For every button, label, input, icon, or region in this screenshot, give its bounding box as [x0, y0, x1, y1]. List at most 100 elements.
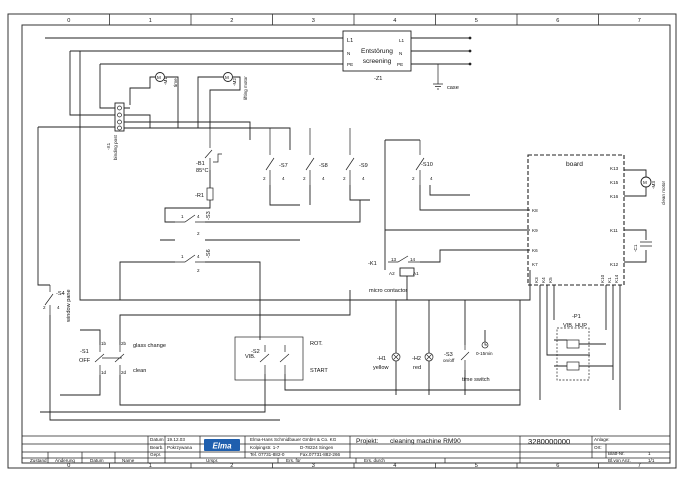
s10-switch — [415, 140, 425, 185]
svg-text:2: 2 — [43, 305, 46, 310]
h2-color: red — [413, 365, 421, 371]
title-block: Datum 19.12.03 Bearb. Pokrzywana Gepr. E… — [22, 435, 670, 463]
pin-k11: K11 — [610, 228, 618, 233]
outer-frame — [7, 13, 677, 469]
p1-relay-2 — [566, 361, 580, 371]
blatt-nr-label: Blatt-Nr. — [608, 451, 625, 456]
timer-range: 0-15min — [476, 351, 493, 356]
control-board — [527, 154, 625, 286]
x1-wires — [69, 51, 291, 150]
m1-wires — [129, 76, 179, 128]
svg-text:M: M — [225, 75, 229, 80]
grid-column-label: 4 — [393, 18, 396, 24]
grid-column-label: 2 — [230, 463, 233, 469]
mains-lines — [411, 37, 470, 65]
s2-wires — [40, 374, 520, 413]
p1-relay-1 — [566, 339, 580, 349]
company-line1: Elma-Hans Schmidbauer GmbH & Co. KG — [250, 437, 337, 442]
motor-m2-icon — [223, 72, 233, 82]
m2-wires — [197, 76, 241, 128]
project-label: Projekt: — [356, 438, 379, 445]
s2-vib: VIB. — [245, 354, 256, 360]
k1-pin-a1: A1 — [413, 271, 419, 276]
pin-k5: K5 — [548, 277, 553, 283]
p1-wires — [554, 339, 613, 367]
p1-box — [556, 327, 590, 381]
board-pins-left: K8 K9 K6 K7 — [532, 208, 538, 267]
svg-text:2: 2 — [263, 176, 266, 181]
filter-in-pe: PE — [347, 62, 353, 67]
pin-k15: K15 — [610, 180, 619, 185]
bearb-value: Pokrzywana — [167, 445, 192, 450]
filter-out-pe: PE — [397, 62, 403, 67]
case-label: case — [447, 85, 459, 91]
r1-heater — [206, 187, 214, 201]
m3-tag: -M3 — [651, 181, 656, 189]
s7-s9-wires — [269, 185, 370, 206]
s3b-tag: -S3 — [444, 352, 453, 358]
company-fax: Fax.07731-882-266 — [300, 452, 341, 457]
svg-text:M: M — [643, 180, 647, 185]
pin-k6: K6 — [532, 248, 538, 253]
k1-name: micro contactor — [369, 288, 407, 294]
datum-label: Datum — [150, 437, 164, 442]
k1-pin-14: 14 — [410, 257, 416, 262]
s8-switch — [305, 128, 315, 185]
m2-name: lifting motor — [243, 76, 248, 100]
svg-text:1b: 1b — [101, 341, 107, 346]
s4-wires — [37, 51, 531, 421]
x1-tag: -X1 — [106, 142, 111, 150]
svg-text:2: 2 — [303, 176, 306, 181]
grid-column-label: 3 — [312, 18, 315, 24]
r1-tag: -R1 — [195, 193, 204, 199]
k1-tag: -K1 — [368, 261, 377, 267]
grid-column-label: 5 — [475, 463, 478, 469]
svg-text:4: 4 — [57, 305, 60, 310]
earth-symbol — [433, 64, 443, 90]
timer-wires — [464, 300, 486, 395]
svg-text:4: 4 — [197, 254, 200, 259]
filter-in-n: N — [347, 51, 350, 56]
h1-tag: -H1 — [377, 356, 386, 362]
s4-name: window pane — [66, 289, 72, 323]
footer-aenderung: Änderung — [55, 457, 75, 463]
grid-column-label: 1 — [149, 463, 152, 469]
c1-capacitor — [640, 241, 652, 247]
svg-text:1: 1 — [181, 214, 184, 219]
grid-column-label: 0 — [67, 18, 70, 24]
pin-k8: K8 — [532, 208, 538, 213]
grid-column-label: 7 — [638, 463, 641, 469]
pin-k1: K1 — [607, 277, 612, 283]
filter-title-en: screening — [363, 58, 392, 65]
s1-off: OFF — [79, 358, 91, 364]
s2-box — [234, 336, 304, 381]
svg-text:2: 2 — [412, 176, 415, 181]
footer-zustand: Zustand — [30, 458, 47, 463]
b1-tag: -B1 — [196, 161, 205, 167]
terminal-strip-x1 — [114, 102, 125, 132]
company-city: D-78224 Singen — [300, 445, 334, 450]
footer-datum: Datum — [90, 458, 104, 463]
datum-value: 19.12.03 — [167, 437, 185, 442]
board-bottom-wires — [539, 285, 621, 410]
h1-color: yellow — [373, 365, 390, 371]
p1-name: VIB. HUP — [563, 323, 587, 329]
pin-k3: K3 — [534, 277, 539, 283]
grid-column-label: 7 — [638, 18, 641, 24]
footer-urspr: Urspr. — [206, 458, 218, 463]
grid-column-label: 1 — [149, 18, 152, 24]
pin-k4: K4 — [541, 277, 546, 283]
svg-text:4: 4 — [362, 176, 365, 181]
s9-switch — [345, 128, 355, 185]
svg-text:4: 4 — [282, 176, 285, 181]
pin-k7: K7 — [532, 262, 538, 267]
s1-wires — [60, 290, 521, 406]
project-value: cleaning machine RM90 — [390, 438, 461, 445]
footer-ers-fuer: Ers. für — [286, 458, 301, 463]
s4-switch — [44, 285, 54, 315]
s2-tag: -S2 — [251, 349, 260, 355]
grid-column-label: 2 — [230, 18, 233, 24]
s6-switch — [175, 254, 205, 263]
m2-tag: -M2 — [232, 78, 237, 86]
